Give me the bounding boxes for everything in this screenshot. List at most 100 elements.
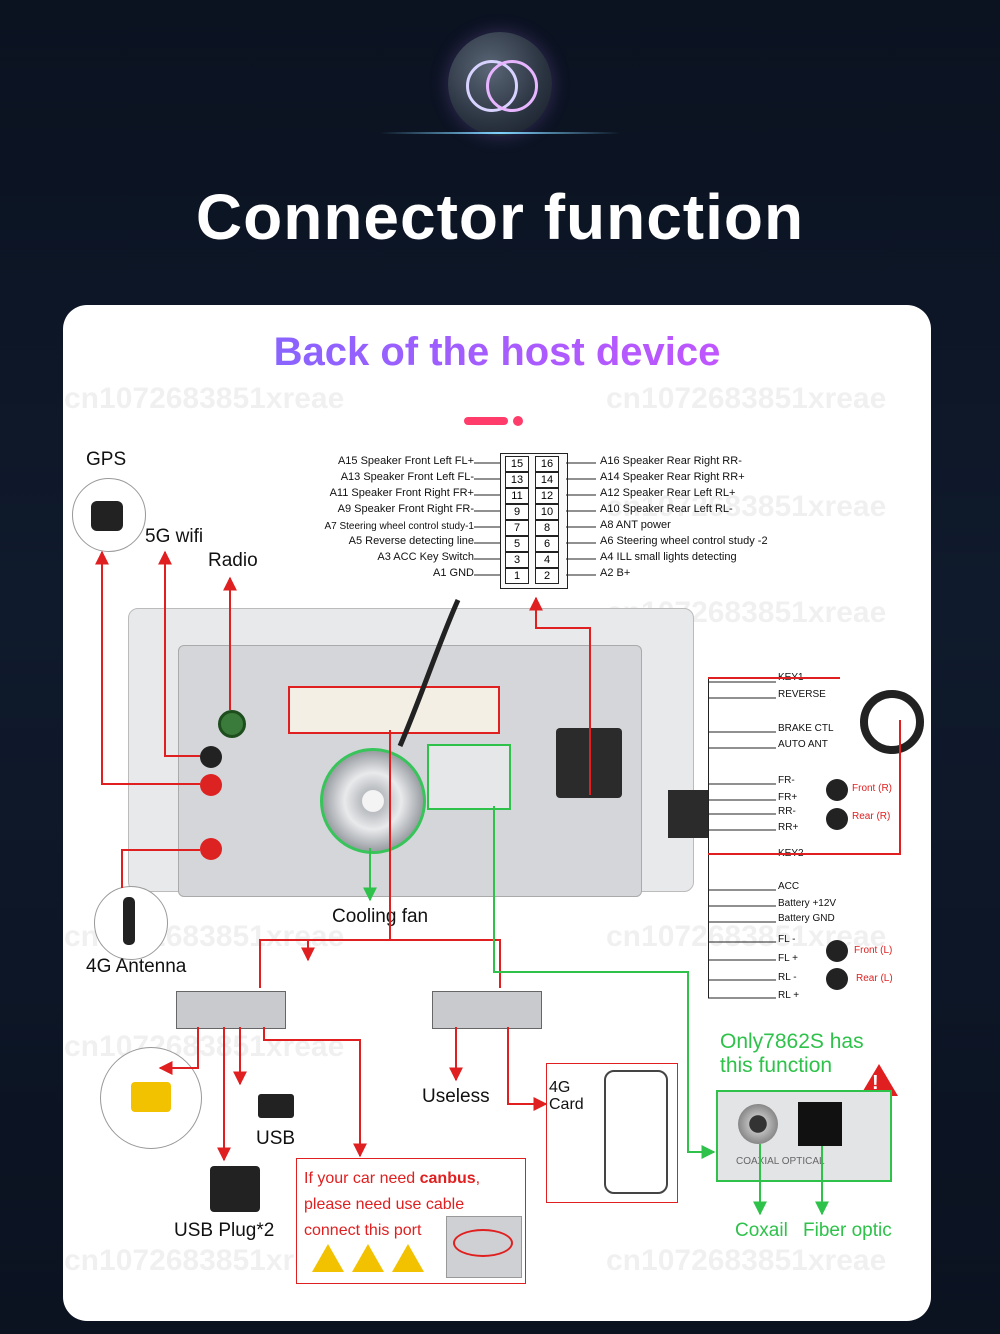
speaker-icon — [826, 940, 848, 962]
watermark: cn1072683851xreae — [64, 382, 345, 415]
main-harness-port — [288, 686, 500, 734]
pin-label-right: A4 ILL small lights detecting — [600, 551, 737, 563]
usb-av-connector — [176, 991, 286, 1029]
watermark: cn1072683851xreae — [64, 1030, 345, 1063]
pin-label-left: A15 Speaker Front Left FL+ — [337, 455, 474, 467]
harness-fl-plus: FL + — [778, 953, 798, 964]
cooling-fan-label: Cooling fan — [332, 906, 429, 927]
harness-battery-gnd: Battery GND — [778, 913, 835, 924]
pin-label-right: A12 Speaker Rear Left RL+ — [600, 487, 736, 499]
pin-label-left: A1 GND — [433, 567, 474, 579]
pin-number: 10 — [535, 504, 559, 520]
usb-plug-label: USB Plug*2 — [174, 1220, 275, 1241]
canbus-port-photo — [446, 1216, 522, 1278]
brand-logo — [448, 32, 552, 136]
watermark: cn1072683851xreae — [606, 490, 887, 523]
lower-split-wire — [259, 730, 501, 988]
pin-number: 9 — [505, 504, 529, 520]
harness-leads — [708, 681, 776, 999]
pin-list-left: A15 Speaker Front Left FL+ A13 Speaker F… — [300, 455, 474, 583]
harness-auto-ant: AUTO ANT — [778, 739, 828, 750]
harness-battery-12v: Battery +12V — [778, 898, 837, 909]
pin-label-right: A16 Speaker Rear Right RR- — [600, 455, 742, 467]
speaker-icon — [826, 808, 848, 830]
pin-number: 11 — [505, 488, 529, 504]
pin-number: 16 — [535, 456, 559, 472]
divider-dot — [513, 416, 523, 426]
only-7862s-note: Only7862S has this function — [720, 1030, 864, 1077]
pin-label-right: A6 Steering wheel control study -2 — [600, 535, 768, 547]
pin-label-right: A14 Speaker Rear Right RR+ — [600, 471, 745, 483]
wifi-label: 5G wifi — [145, 526, 204, 547]
harness-fr-plus: FR+ — [778, 792, 798, 803]
pin-number: 13 — [505, 472, 529, 488]
pin-label-left: A5 Reverse detecting line — [348, 535, 474, 547]
harness-acc: ACC — [778, 881, 800, 892]
harness-wire — [529, 596, 591, 795]
pin-label-right: A2 B+ — [600, 567, 631, 579]
pin-label-right: A8 ANT power — [600, 519, 671, 531]
radio-label: Radio — [208, 550, 258, 571]
alert-icon-mark: ! — [872, 1072, 879, 1094]
harness-rr-plus: RR+ — [778, 822, 799, 833]
watermark: cn1072683851xreae — [606, 1244, 887, 1277]
pin-cable — [397, 598, 461, 747]
harness-plug — [668, 790, 708, 838]
harness-brake: BRAKE CTL — [778, 723, 834, 734]
usb-label: USB — [256, 1128, 296, 1149]
page-title: Connector function — [195, 181, 805, 253]
warning-icon — [312, 1244, 344, 1272]
card-subtitle: Back of the host device — [63, 330, 931, 375]
speaker-rear-r-label: Rear (R) — [852, 811, 891, 822]
pin-number: 5 — [505, 536, 529, 552]
gps-wire — [95, 550, 200, 785]
logo-underline — [380, 132, 620, 134]
rca-wire — [158, 1027, 199, 1075]
coax-optical-port — [427, 744, 511, 810]
coaxial-label: Coxail — [735, 1220, 788, 1241]
antenna-4g-port — [200, 838, 222, 860]
watermark: cn1072683851xreae — [606, 382, 887, 415]
divider-pill — [464, 417, 508, 425]
pin-label-right: A10 Speaker Rear Left RL- — [600, 503, 733, 515]
canbus-note-text: If your car need canbus, please need use… — [304, 1170, 481, 1239]
radio-port — [218, 710, 246, 738]
steering-wheel-icon — [860, 690, 924, 754]
gps-antenna-icon — [72, 478, 146, 552]
warning-icon — [392, 1244, 424, 1272]
optical-port-icon — [798, 1102, 842, 1146]
pin-label-left: A13 Speaker Front Left FL- — [340, 471, 474, 483]
harness-reverse: REVERSE — [778, 689, 826, 700]
steering-wire — [708, 677, 901, 855]
harness-rl-plus: RL + — [778, 990, 800, 1001]
rca-plug-icon — [100, 1047, 202, 1149]
logo-ring-right — [486, 60, 538, 112]
card-4g-label: 4G Card — [549, 1079, 584, 1113]
harness-bus — [708, 678, 709, 998]
canbus-wire — [263, 1027, 367, 1158]
speaker-front-l-label: Front (L) — [854, 945, 893, 956]
antenna-4g-icon — [94, 886, 168, 960]
speaker-rear-l-label: Rear (L) — [856, 973, 893, 984]
antenna-4g-label: 4G Antenna — [86, 956, 187, 977]
wifi-port — [200, 746, 222, 768]
gps-label: GPS — [86, 449, 127, 470]
pin-label-left: A7 Steering wheel control study-1 — [324, 521, 474, 532]
harness-fr-minus: FR- — [778, 775, 795, 786]
speaker-icon — [826, 779, 848, 801]
pin-number: 7 — [505, 520, 529, 536]
coax-optical-wire — [493, 806, 716, 1159]
pin-number: 3 — [505, 552, 529, 568]
pin-number: 8 — [535, 520, 559, 536]
usb-icon — [258, 1094, 294, 1118]
coaxial-port-icon — [738, 1104, 778, 1144]
antenna-wire — [121, 849, 200, 888]
pin-number: 15 — [505, 456, 529, 472]
harness-rr-minus: RR- — [778, 806, 796, 817]
pin-label-left: A11 Speaker Front Right FR+ — [329, 487, 474, 499]
warning-icon — [352, 1244, 384, 1272]
speaker-icon — [826, 968, 848, 990]
cooling-fan-icon — [320, 748, 426, 854]
pin-number: 4 — [535, 552, 559, 568]
